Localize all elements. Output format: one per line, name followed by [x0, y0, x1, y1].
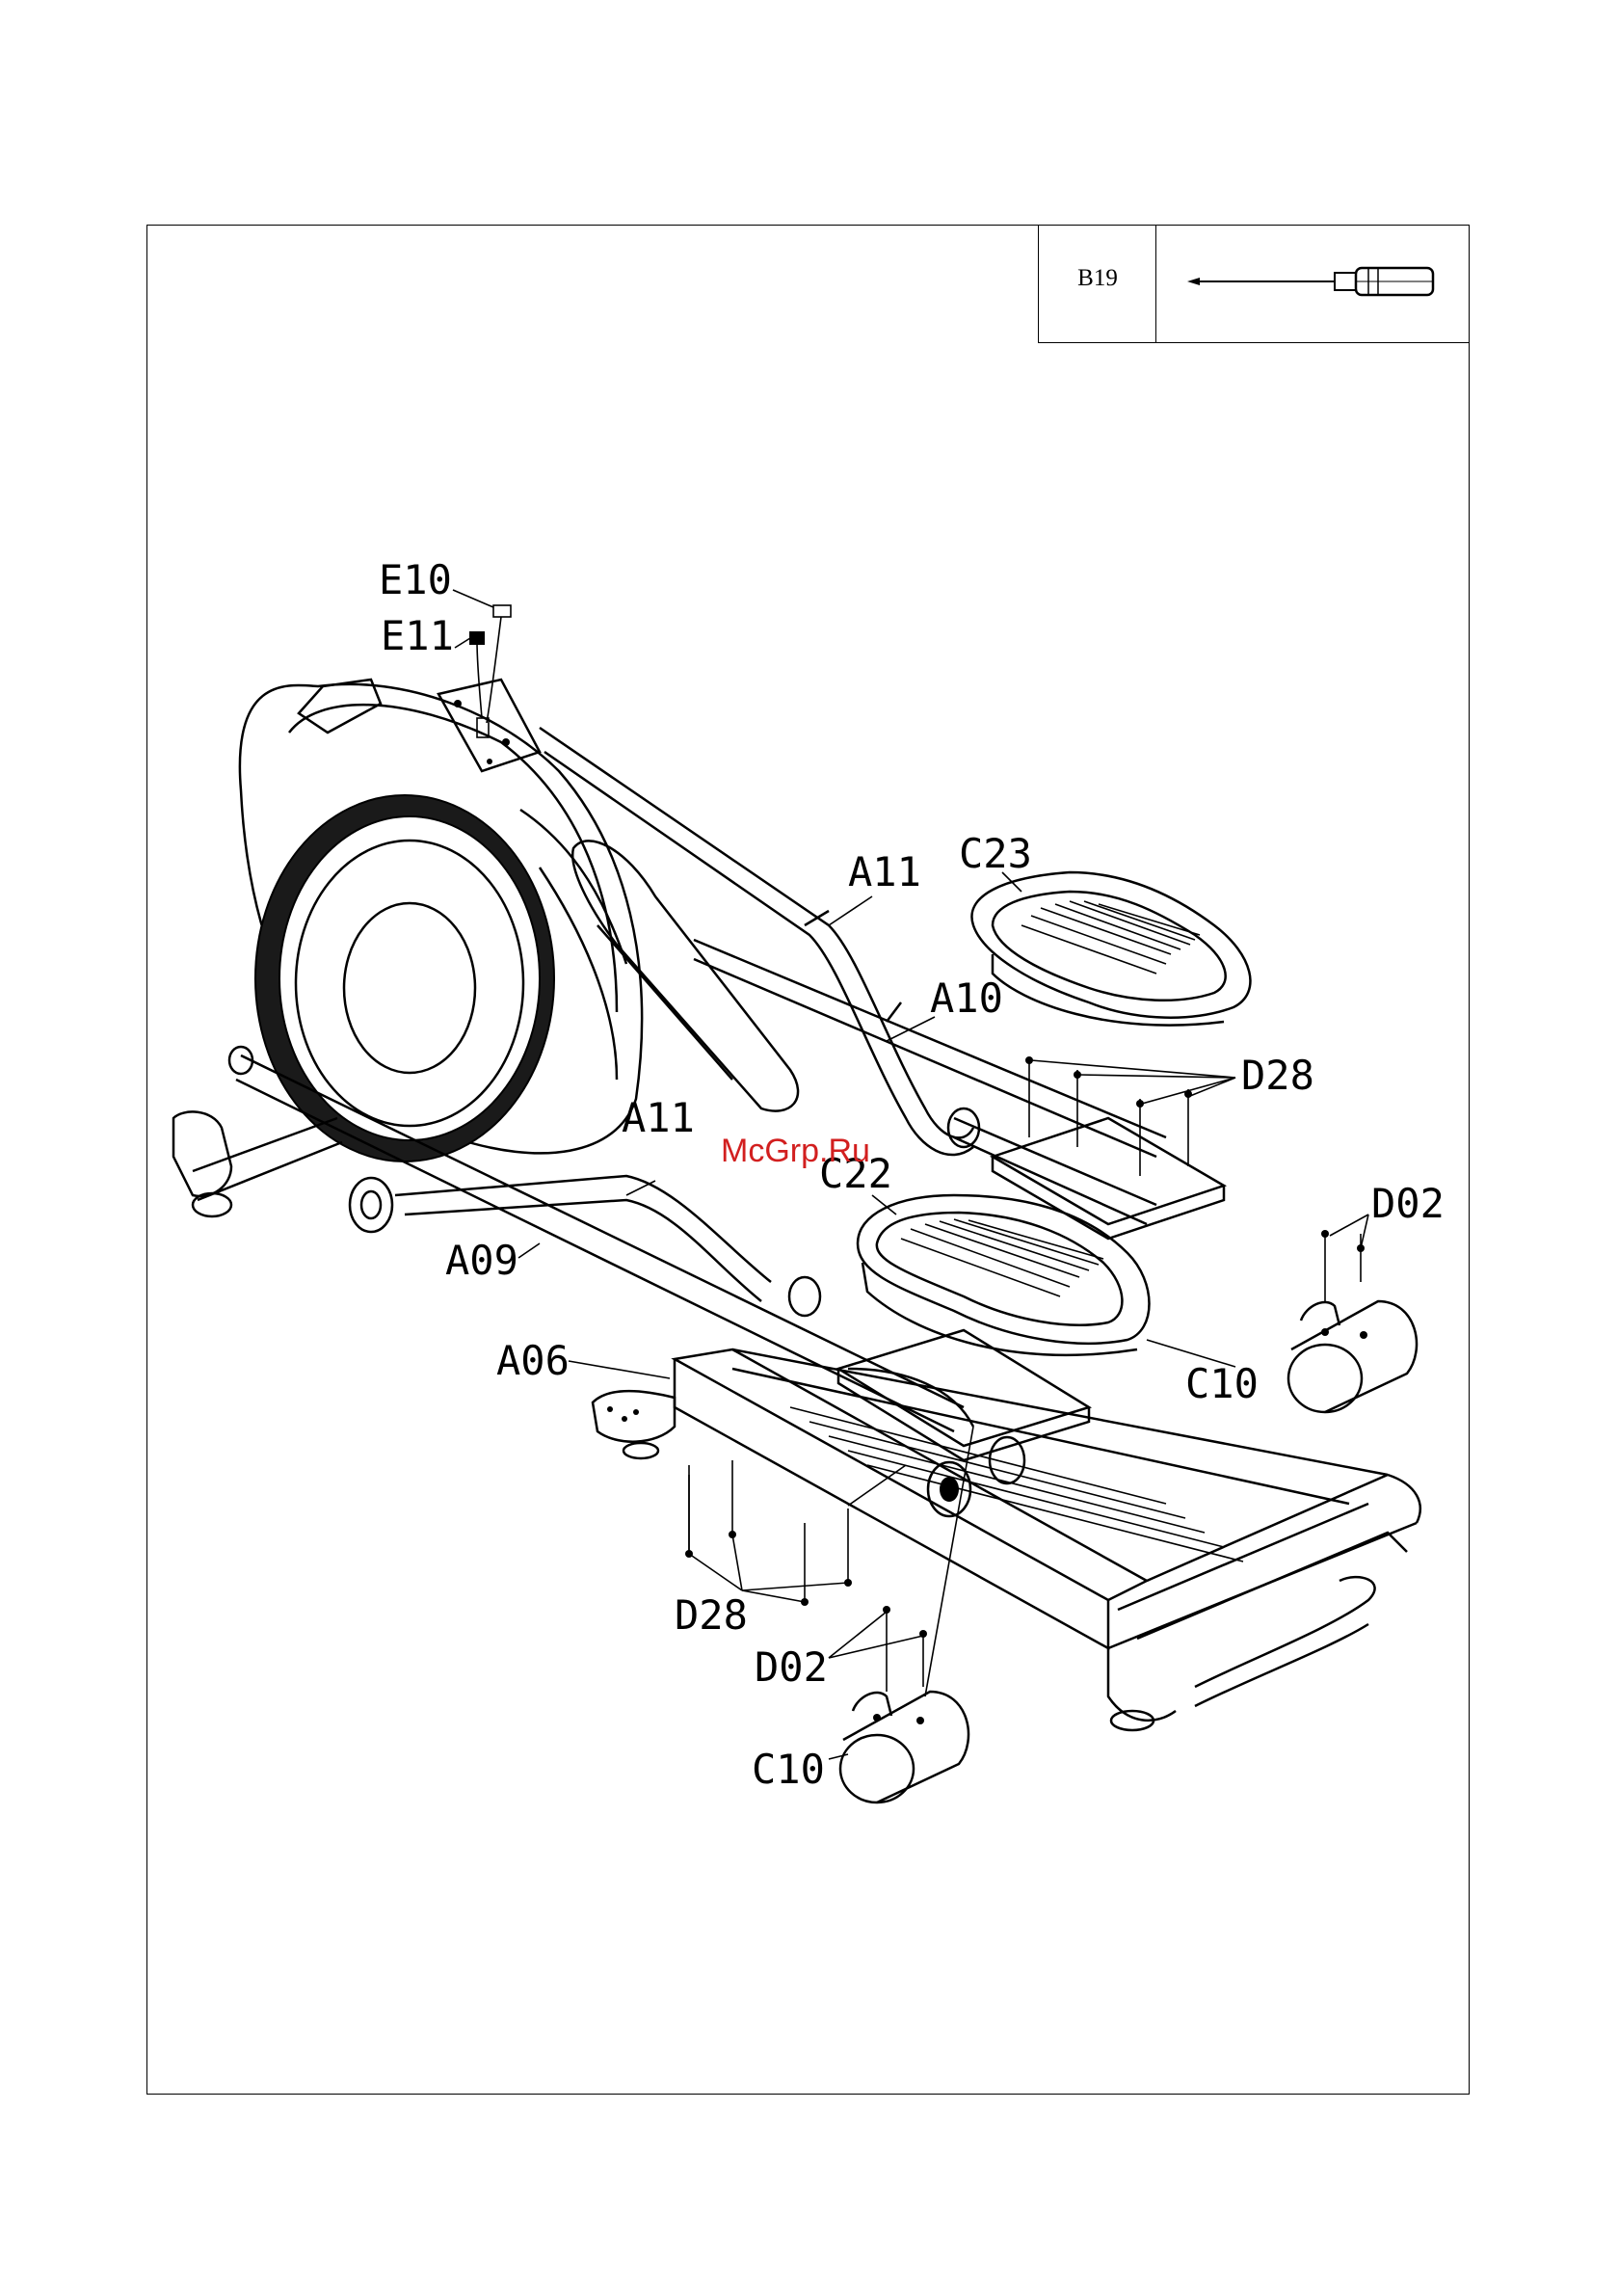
- upper-arm-a11: [540, 728, 979, 1155]
- callout-c10-lower: C10: [752, 1746, 825, 1793]
- screwdriver-icon: [1187, 268, 1433, 295]
- callout-d02-lower: D02: [755, 1643, 828, 1691]
- callout-a09: A09: [445, 1237, 518, 1284]
- callout-d28-upper: D28: [1241, 1052, 1314, 1099]
- callout-a11-lower: A11: [622, 1094, 695, 1141]
- callout-c23: C23: [959, 830, 1032, 877]
- callout-a06: A06: [496, 1337, 570, 1384]
- callout-d02-right: D02: [1371, 1180, 1445, 1227]
- callout-d28-lower: D28: [675, 1591, 748, 1639]
- callout-e11: E11: [381, 612, 454, 659]
- cover-c10-lower: [840, 1606, 968, 1802]
- callout-c10-right: C10: [1185, 1360, 1259, 1407]
- callout-a11-upper: A11: [848, 848, 921, 895]
- pedal-c23: [971, 872, 1250, 1026]
- callout-a10: A10: [930, 974, 1003, 1022]
- screws-d28-upper: [1025, 1056, 1192, 1176]
- cover-c10-right: [1288, 1230, 1417, 1412]
- callout-e10: E10: [379, 556, 452, 603]
- pedal-bracket-lower: [838, 1330, 1089, 1460]
- flywheel-housing: [240, 680, 642, 1161]
- leader-lines: [453, 590, 1368, 1759]
- watermark: McGrp.Ru: [721, 1133, 870, 1169]
- pedal-c22: [858, 1195, 1150, 1355]
- front-foot-a06: [593, 1391, 675, 1458]
